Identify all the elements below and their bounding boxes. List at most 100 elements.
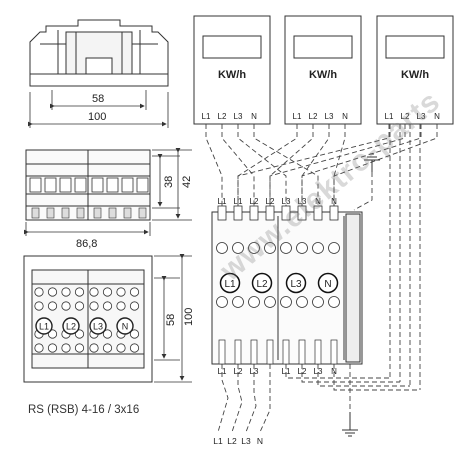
wiring-lines [205,124,438,433]
plan-terminal-marker [89,317,107,335]
block-screw-hole [248,242,260,254]
front-view-cells [29,177,149,219]
block-terminal-marker [317,272,339,294]
front-cell [106,177,119,193]
plan-screw-hole [116,343,126,353]
front-view-dimensions [24,148,192,236]
block-top-screw [233,205,243,221]
block-screw-hole [264,242,276,254]
plan-screw-hole [74,301,85,311]
plan-screw-hole [102,343,113,353]
plan-terminal-marker [35,317,53,335]
block-screw-hole [328,296,340,308]
plan-screw-hole [47,287,58,297]
plan-screw-hole [61,287,71,297]
block-bottom-label: L1 [218,367,227,376]
plan-screw-hole [116,287,126,297]
front-cell [121,177,134,193]
block-terminal-label: L1 [224,279,236,290]
block-top-label: N [331,197,337,206]
meter-body [193,15,271,125]
block-screw-hole [328,242,340,254]
feed-label: N [257,436,263,446]
dim-front-inner: 38 [163,176,175,188]
dim-plan-inner: 58 [165,314,177,326]
meter-unit-label: KW/h [401,69,429,81]
wire-earth-top [353,172,373,211]
block-screw-hole [232,242,244,254]
wire-meter-to-block [205,124,223,206]
meter-terminal-label: L3 [234,112,243,121]
plan-screw-hole [89,301,99,311]
front-cell [136,177,149,193]
wire-meter-to-block [269,124,314,206]
block-top-label: N [315,197,321,206]
block-terminal-label: L3 [290,279,302,290]
meter-terminal-label: L3 [417,112,426,121]
block-screw-hole [296,296,308,308]
front-screw [46,207,55,219]
front-cell [29,177,42,193]
feed-label: L3 [241,436,251,446]
plan-screw-hole [74,343,85,353]
block-bottom-label: L3 [314,367,323,376]
plan-terminal-marker [62,317,80,335]
meter-display [293,35,353,59]
meter-terminal-label: N [342,112,348,121]
wire-feed [231,364,243,433]
wire-return-link [285,364,390,379]
product-caption: RS (RSB) 4-16 / 3x16 [28,404,140,416]
meter-body [376,15,454,125]
plan-terminal-label: N [122,322,129,332]
block-terminal-marker [219,272,241,294]
block-screw-hole [280,242,292,254]
front-cell [91,177,104,193]
plan-screw-hole [116,301,126,311]
block-screw-hole [312,242,324,254]
plan-view-dimensions [154,254,192,383]
block-screw-hole [216,242,228,254]
plan-screw-hole [74,329,85,339]
block-top-label: L3 [298,197,307,206]
wire-meter-to-block [333,124,438,206]
plan-screw-hole [89,287,99,297]
meter-terminal-label: N [434,112,440,121]
feed-label: L1 [213,436,223,446]
wire-return-link [301,364,400,383]
block-bottom-clamp [314,339,322,365]
meter-terminal-label: L2 [309,112,318,121]
dim-top-overall: 100 [88,111,106,123]
wire-return-link [317,364,410,387]
block-top-screw [329,205,339,221]
plan-screw-hole [47,329,58,339]
block-bottom-clamp [250,339,258,365]
block-bottom-clamp [266,339,274,365]
plan-screw-hole [102,301,113,311]
meter-display [202,35,262,59]
meter-body [284,15,362,125]
meter-unit-label: KW/h [218,69,246,81]
block-screw-hole [264,296,276,308]
block-bottom-label: L1 [282,367,291,376]
block-screw-hole [296,242,308,254]
plan-screw-hole [74,287,85,297]
dim-front-outer: 42 [181,176,193,188]
block-screw-hole [248,296,260,308]
wire-feed [245,364,257,433]
plan-screw-hole [47,301,58,311]
meter-terminal-label: L2 [218,112,227,121]
block-bottom-clamp [298,339,306,365]
block-top-label: L2 [266,197,275,206]
plan-terminal-label: L3 [93,322,103,332]
wire-meter-to-block [237,124,287,206]
block-bottom-clamp [282,339,290,365]
earth-symbol-bottom [342,412,358,437]
block-screw-hole [232,296,244,308]
block-screw-hole [280,296,292,308]
block-top-label: L2 [250,197,259,206]
block-top-screw [249,205,259,221]
